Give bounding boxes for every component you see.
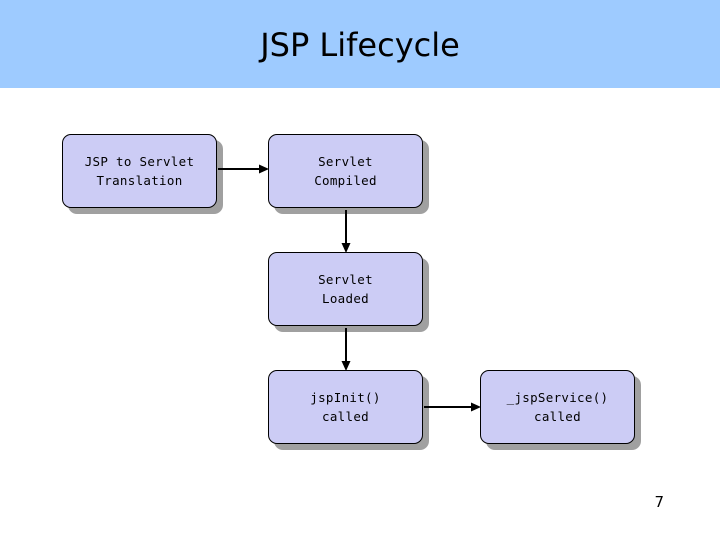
arrow-jspinit-to-jspservice	[424, 401, 482, 413]
arrow-loaded-to-jspinit	[340, 328, 352, 372]
page-title: JSP Lifecycle	[260, 26, 460, 64]
arrow-compiled-to-loaded	[340, 210, 352, 254]
node-jsp-to-servlet-translation: JSP to Servlet Translation	[62, 134, 217, 208]
node-servlet-loaded: Servlet Loaded	[268, 252, 423, 326]
node-jspinit-called: jspInit() called	[268, 370, 423, 444]
arrow-translation-to-compiled	[218, 163, 270, 175]
title-band	[0, 0, 720, 88]
page-number: 7	[654, 493, 664, 511]
node-servlet-compiled: Servlet Compiled	[268, 134, 423, 208]
node-jspservice-called: _jspService() called	[480, 370, 635, 444]
